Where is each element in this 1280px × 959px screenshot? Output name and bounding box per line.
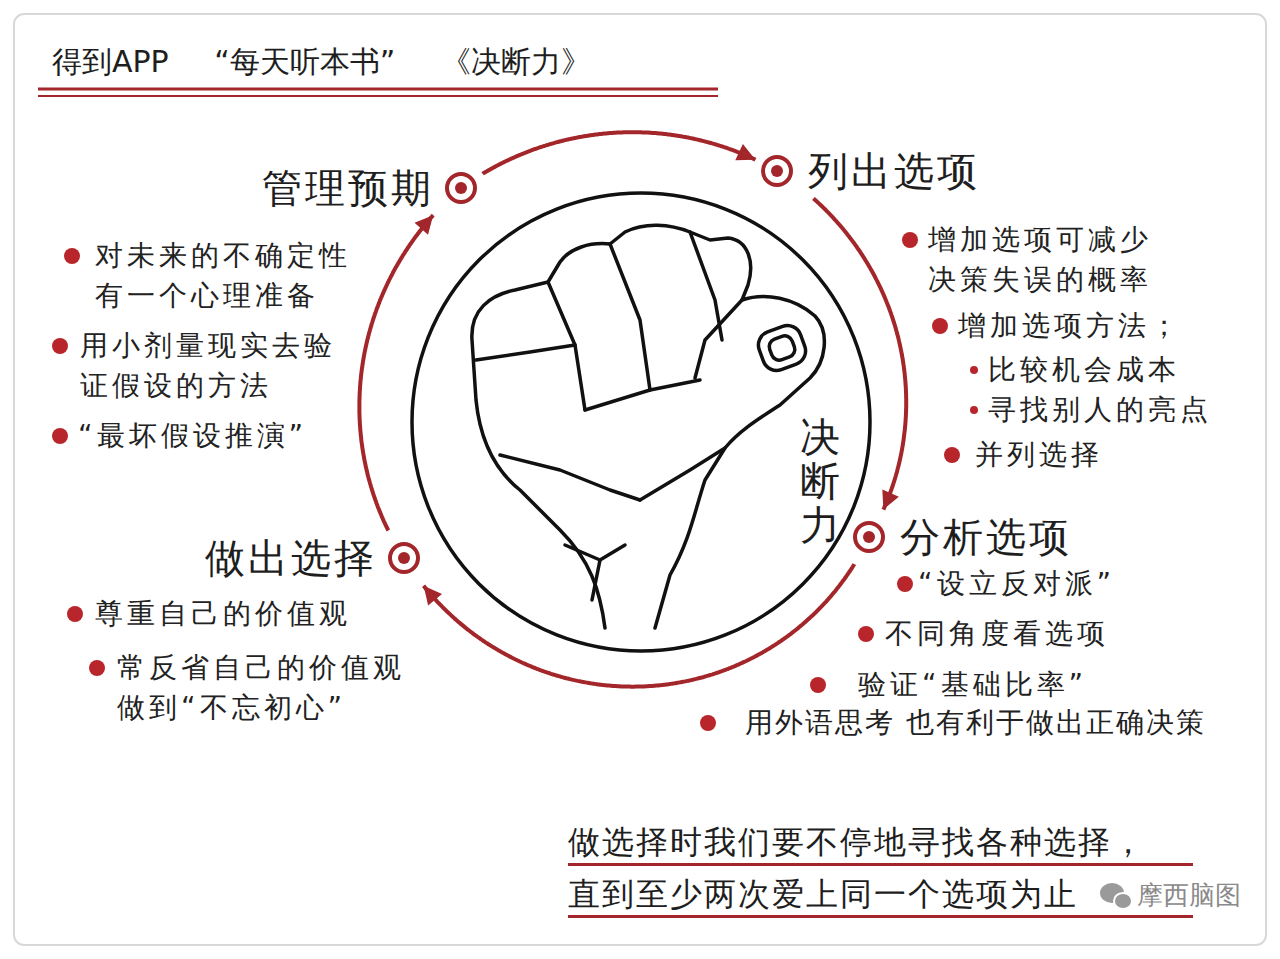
center-title: 决断力 xyxy=(800,415,840,547)
target-center xyxy=(455,182,467,194)
stage-heading: 分析选项 xyxy=(900,514,1072,560)
ring-arc xyxy=(483,132,756,174)
bullet-text: “设立反对派” xyxy=(918,564,1115,604)
arrow-head xyxy=(424,586,442,606)
bullet-dot xyxy=(700,715,716,731)
bullet-text: 用小剂量现实去验 证假设的方法 xyxy=(80,326,350,406)
bullet-dot xyxy=(902,232,918,248)
bullet-text: 不同角度看选项 xyxy=(885,614,1109,654)
arrow-head xyxy=(882,490,898,510)
target-icon xyxy=(760,154,794,188)
target-ring xyxy=(390,544,418,572)
bullet-dot xyxy=(64,248,80,264)
target-ring xyxy=(763,157,791,185)
bullet-dot xyxy=(858,626,874,642)
target-icon xyxy=(387,541,421,575)
title-underline xyxy=(38,88,718,91)
stage-node: 管理预期对未来的不确定性 有一个心理准备用小剂量现实去验 证假设的方法“最坏假设… xyxy=(262,165,478,211)
bullet-dot xyxy=(52,428,68,444)
target-center xyxy=(398,552,410,564)
bullet-dot xyxy=(944,447,960,463)
bullet-dot xyxy=(932,318,948,334)
target-center xyxy=(771,165,783,177)
target-center xyxy=(863,531,875,543)
target-ring xyxy=(855,523,883,551)
stage-heading: 列出选项 xyxy=(808,148,980,194)
bullet-text: 并列选择 xyxy=(975,435,1103,475)
bullet-text: 常反省自己的价值观 做到“不忘初心” xyxy=(117,648,417,728)
target-icon xyxy=(852,520,886,554)
bullet-dot xyxy=(89,660,105,676)
arrow-head xyxy=(415,215,434,234)
bullet-text: 增加选项方法； xyxy=(958,306,1182,346)
sub-bullet-dot xyxy=(970,366,978,374)
stage-heading: 管理预期 xyxy=(262,165,434,211)
stage-heading: 做出选择 xyxy=(205,535,377,581)
ring-connector xyxy=(424,564,855,687)
bullet-text: 尊重自己的价值观 xyxy=(95,594,351,634)
bullet-dot xyxy=(52,338,68,354)
bullet-text: 比较机会成本 xyxy=(988,350,1180,390)
ring-connector xyxy=(483,132,756,174)
title-text: 得到APP “每天听本书” 《决断力》 xyxy=(52,42,591,82)
bullet-text: 增加选项可减少 决策失误的概率 xyxy=(928,220,1168,300)
stage-node: 列出选项增加选项可减少 决策失误的概率增加选项方法；比较机会成本寻找别人的亮点并… xyxy=(760,148,980,194)
bullet-text: 寻找别人的亮点 xyxy=(988,390,1212,430)
bullet-dot xyxy=(67,606,83,622)
target-icon xyxy=(444,171,478,205)
circle-outline xyxy=(412,193,870,651)
bullet-text: “最坏假设推演” xyxy=(78,416,307,456)
arrow-head xyxy=(735,144,755,160)
bullet-dot xyxy=(810,677,826,693)
bullet-text: 对未来的不确定性 有一个心理准备 xyxy=(95,236,365,316)
stage-node: 分析选项“设立反对派”不同角度看选项验证“基础比率”用外语思考 也有利于做出正确… xyxy=(852,514,1072,560)
ring-arc xyxy=(424,564,855,687)
caption-text: 做选择时我们要不停地寻找各种选择， 直到至少两次爱上同一个选项为止 xyxy=(568,816,1193,920)
stage-node: 做出选择尊重自己的价值观常反省自己的价值观 做到“不忘初心” xyxy=(205,535,421,581)
bullet-dot xyxy=(897,576,913,592)
watermark-text: 摩西脑图 xyxy=(1134,878,1244,912)
bullet-text: 验证“基础比率” xyxy=(858,665,1087,705)
center-circle-node: 决断力 xyxy=(409,190,873,654)
sub-bullet-dot xyxy=(970,406,978,414)
title-underline xyxy=(38,95,718,97)
bullet-text: 用外语思考 也有利于做出正确决策 xyxy=(745,703,1206,743)
fist-illustration xyxy=(472,225,825,628)
target-ring xyxy=(447,174,475,202)
page-frame xyxy=(14,14,1266,945)
